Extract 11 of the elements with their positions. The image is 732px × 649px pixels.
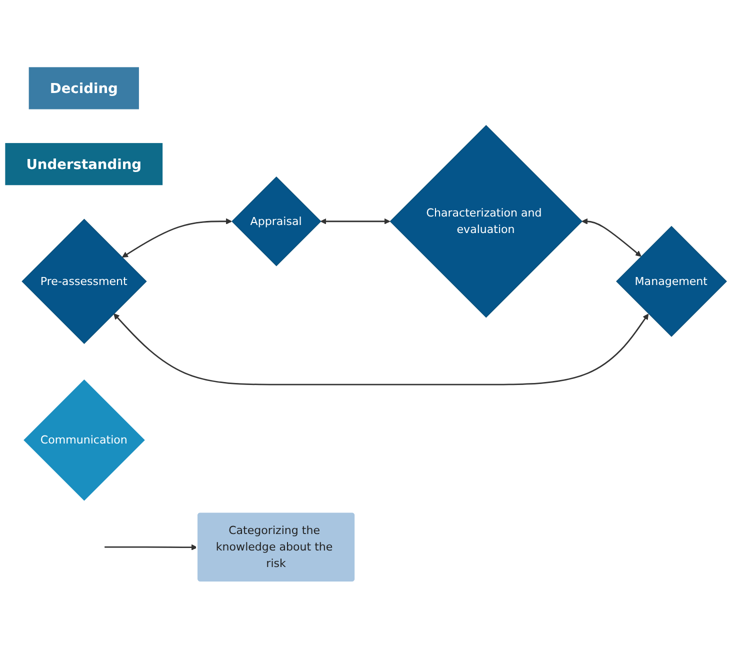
arrow [320,218,390,224]
node-diamond: Characterization and evaluation [390,124,582,318]
node-box: Deciding [28,66,139,109]
arrow [104,544,198,550]
arrow [113,312,649,385]
arrow [582,218,642,256]
arrow [122,218,232,258]
node-box: Understanding [5,142,163,185]
node-diamond: Pre-assessment [22,218,147,344]
node-diamond: Management [616,226,727,336]
node-diamond: Appraisal [232,176,322,266]
